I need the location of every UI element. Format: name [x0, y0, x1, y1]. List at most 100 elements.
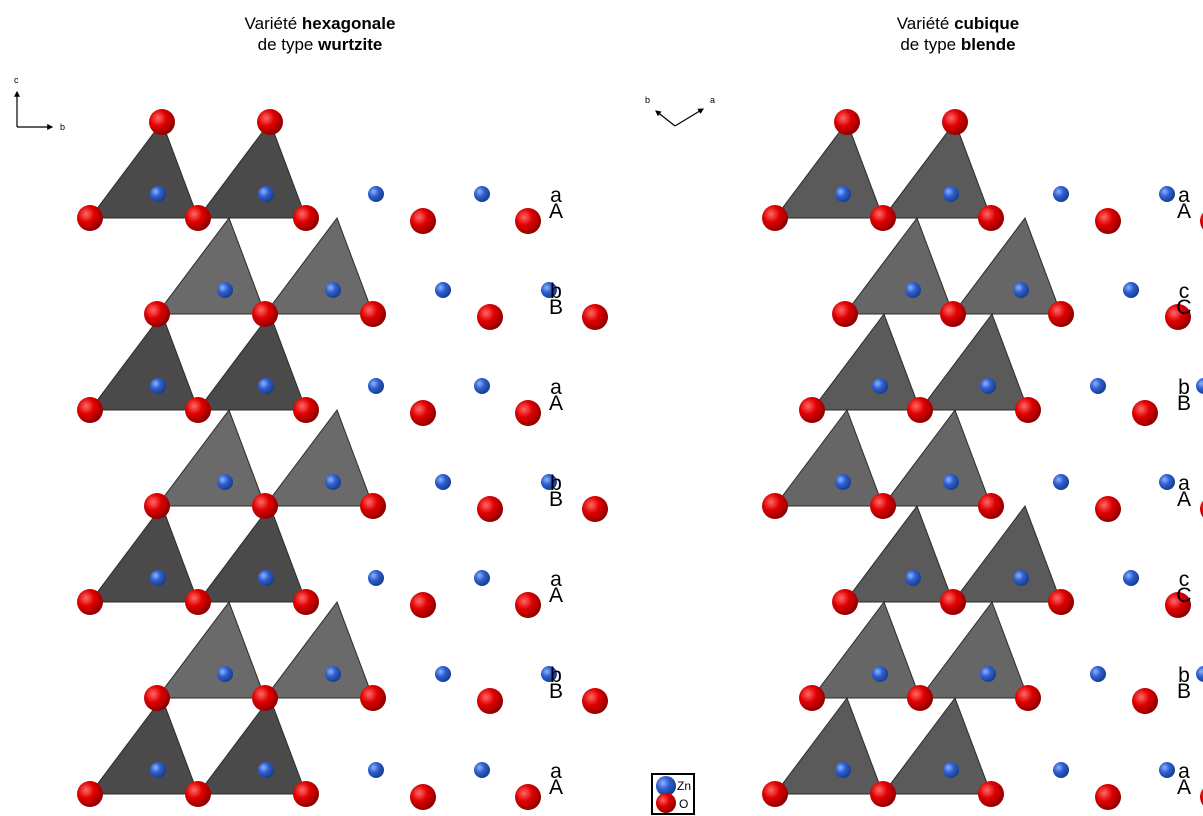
oxygen-atom [477, 304, 503, 330]
layer-label-small: a [1178, 760, 1190, 783]
layer-label-small: a [1178, 472, 1190, 495]
oxygen-atom [762, 493, 788, 519]
zinc-atom [258, 378, 274, 394]
zinc-atom [435, 666, 451, 682]
tetrahedron [774, 120, 884, 219]
oxygen-atom [410, 400, 436, 426]
layer-label-small: c [1178, 568, 1190, 591]
layer-label-big: A [1176, 776, 1191, 799]
zinc-atom [1013, 570, 1029, 586]
tetrahedron [811, 312, 921, 411]
oxygen-atom [77, 397, 103, 423]
zinc-atom [1053, 186, 1069, 202]
zinc-atom [1013, 282, 1029, 298]
zinc-atom [1053, 474, 1069, 490]
zinc-atom [943, 762, 959, 778]
legend-zn-atom [656, 776, 676, 796]
oxygen-atom [1048, 301, 1074, 327]
zinc-atom [541, 282, 557, 298]
oxygen-atom [185, 781, 211, 807]
blende-title-prefix: Variété [896, 14, 950, 33]
blende-subtitle-prefix: de type [900, 35, 957, 54]
zinc-atom [905, 570, 921, 586]
oxygen-atom [870, 781, 896, 807]
oxygen-atom [360, 493, 386, 519]
zinc-atom [1090, 666, 1106, 682]
oxygen-atom [477, 688, 503, 714]
zinc-atom [541, 474, 557, 490]
tetrahedron [89, 504, 199, 603]
zinc-atom [1159, 186, 1175, 202]
tetrahedron [882, 408, 992, 507]
wurtzite-subtitle-prefix: de type [257, 35, 314, 54]
oxygen-atom [77, 589, 103, 615]
tetrahedron [811, 600, 921, 699]
zinc-atom [980, 378, 996, 394]
tetrahedron [197, 696, 307, 795]
zinc-atom [1196, 666, 1203, 682]
axis-indicator-left [14, 90, 54, 130]
blende-title-bold: cubique [954, 14, 1020, 33]
zinc-atom [872, 666, 888, 682]
zinc-atom [368, 570, 384, 586]
zinc-atom [150, 570, 166, 586]
oxygen-atom [582, 304, 608, 330]
zinc-atom [872, 378, 888, 394]
zinc-atom [217, 474, 233, 490]
oxygen-atom [293, 781, 319, 807]
oxygen-atom [515, 592, 541, 618]
oxygen-atom [1015, 685, 1041, 711]
layer-label-big: B [548, 488, 563, 511]
oxygen-atom [978, 493, 1004, 519]
oxygen-atom [293, 397, 319, 423]
oxygen-atom [1095, 496, 1121, 522]
tetrahedron [774, 408, 884, 507]
oxygen-atom [410, 784, 436, 810]
layer-label-small: b [1178, 376, 1190, 399]
zinc-atom [325, 474, 341, 490]
oxygen-atom [252, 493, 278, 519]
axis-label-b: b [60, 122, 66, 132]
zinc-atom [435, 474, 451, 490]
layer-label-small: a [550, 568, 562, 591]
blende-subtitle-bold: blende [960, 35, 1016, 54]
zinc-atom [943, 474, 959, 490]
oxygen-atom [149, 109, 175, 135]
oxygen-atom [940, 589, 966, 615]
wurtzite-title: Variété hexagonale de type wurtzite [160, 13, 480, 55]
zinc-atom [258, 762, 274, 778]
layer-label-big: A [1176, 200, 1191, 223]
oxygen-atom [940, 301, 966, 327]
zinc-atom [1123, 282, 1139, 298]
layer-label-small: a [550, 376, 562, 399]
oxygen-atom [410, 592, 436, 618]
oxygen-atom [252, 685, 278, 711]
oxygen-atom [515, 784, 541, 810]
layer-label-small: b [550, 664, 562, 687]
tetrahedron [919, 600, 1029, 699]
axis-label-a-right: a [710, 95, 716, 105]
wurtzite-title-bold: hexagonale [301, 14, 396, 33]
oxygen-atom [293, 205, 319, 231]
zinc-atom [541, 666, 557, 682]
zinc-atom [835, 474, 851, 490]
axis-label-c: c [14, 75, 19, 85]
layer-label-small: c [1178, 280, 1190, 303]
oxygen-atom [907, 397, 933, 423]
layer-label-big: A [548, 584, 563, 607]
zinc-atom [1159, 762, 1175, 778]
oxygen-atom [762, 205, 788, 231]
tetrahedron [952, 216, 1062, 315]
tetrahedron [264, 600, 374, 699]
oxygen-atom [978, 205, 1004, 231]
oxygen-atom [1095, 208, 1121, 234]
layer-label-big: C [1176, 296, 1192, 319]
layer-label-big: B [1176, 392, 1191, 415]
tetrahedron [774, 696, 884, 795]
layer-label-big: A [548, 392, 563, 415]
oxygen-atom [582, 496, 608, 522]
oxygen-atom [1200, 788, 1203, 806]
tetrahedron [156, 408, 266, 507]
zinc-atom [150, 378, 166, 394]
